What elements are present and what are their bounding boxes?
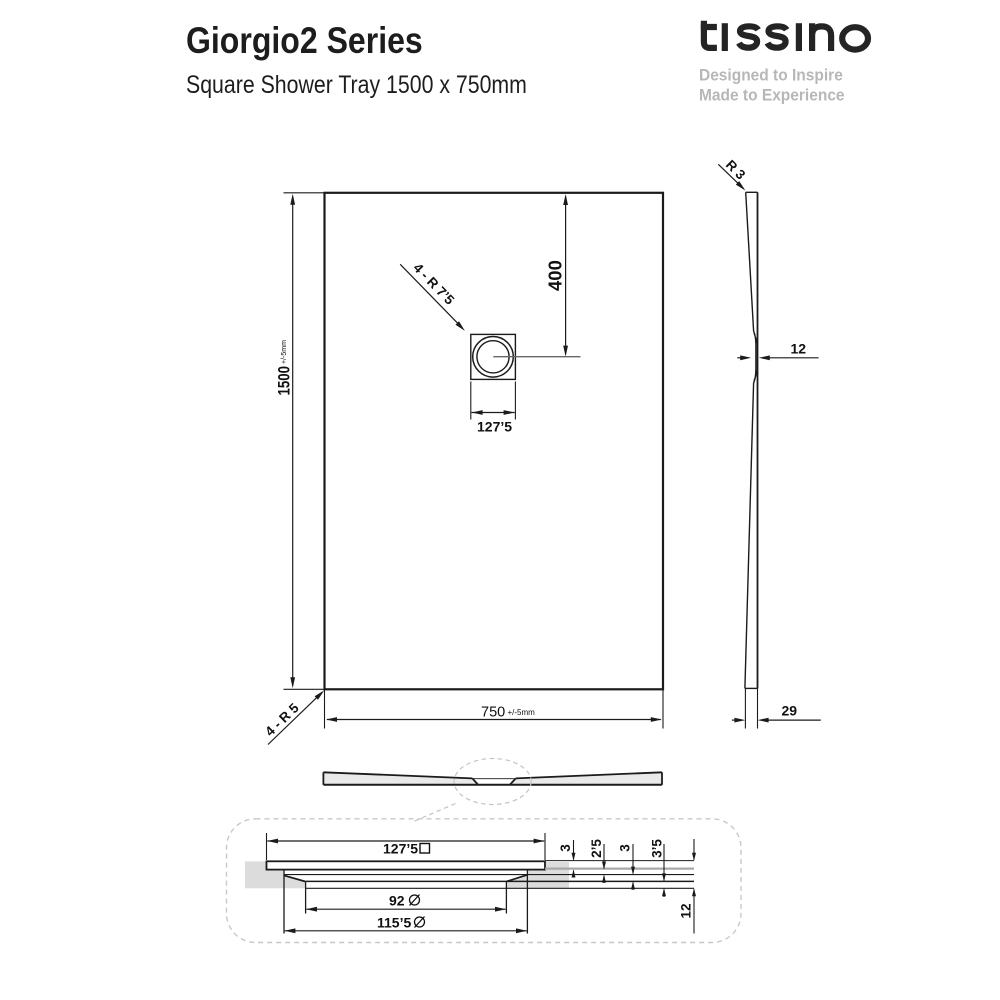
svg-text:+/-5mm: +/-5mm (508, 708, 536, 717)
svg-text:400: 400 (545, 260, 566, 291)
svg-text:Made to Experience: Made to Experience (699, 87, 845, 105)
svg-text:750: 750 (481, 705, 505, 721)
svg-text:4 - R 7’5: 4 - R 7’5 (410, 260, 457, 308)
svg-text:29: 29 (782, 703, 798, 719)
svg-text:Square Shower Tray 1500 x 750m: Square Shower Tray 1500 x 750mm (186, 70, 527, 98)
svg-text:127’5: 127’5 (477, 419, 512, 435)
svg-text:12: 12 (679, 903, 694, 918)
svg-text:1500: 1500 (275, 366, 294, 395)
svg-text:115’5: 115’5 (377, 915, 411, 931)
svg-text:Designed to Inspire: Designed to Inspire (699, 67, 843, 85)
svg-text:4 - R 5: 4 - R 5 (262, 700, 302, 739)
svg-text:3’5: 3’5 (650, 839, 665, 858)
svg-text:12: 12 (791, 341, 807, 357)
svg-text:Giorgio2 Series: Giorgio2 Series (186, 21, 423, 62)
svg-text:3: 3 (558, 844, 573, 852)
svg-text:127’5: 127’5 (383, 841, 418, 857)
svg-text:3: 3 (618, 844, 633, 852)
svg-text:R 3: R 3 (723, 157, 749, 183)
svg-text:2’5: 2’5 (589, 839, 604, 858)
svg-text:+/-5mm: +/-5mm (281, 340, 288, 364)
svg-text:92: 92 (389, 893, 405, 909)
